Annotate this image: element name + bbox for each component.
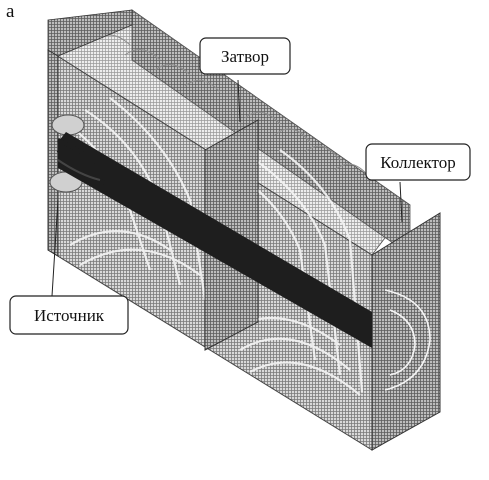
gate-callout: Затвор xyxy=(199,37,291,123)
drain-field-lines xyxy=(384,289,431,391)
source-electrode-top xyxy=(47,9,133,57)
current-channel xyxy=(56,132,372,348)
drain-callout: Коллектор xyxy=(365,143,471,223)
drain-electrode xyxy=(371,212,441,451)
source-contact-upper xyxy=(51,114,85,136)
gate-label: Затвор xyxy=(221,47,269,66)
source-callout: Источник xyxy=(9,199,129,335)
mesh-isolines xyxy=(59,97,364,396)
drain-label: Коллектор xyxy=(380,153,456,172)
panel-letter: a xyxy=(6,1,15,22)
source-label: Источник xyxy=(34,306,105,325)
